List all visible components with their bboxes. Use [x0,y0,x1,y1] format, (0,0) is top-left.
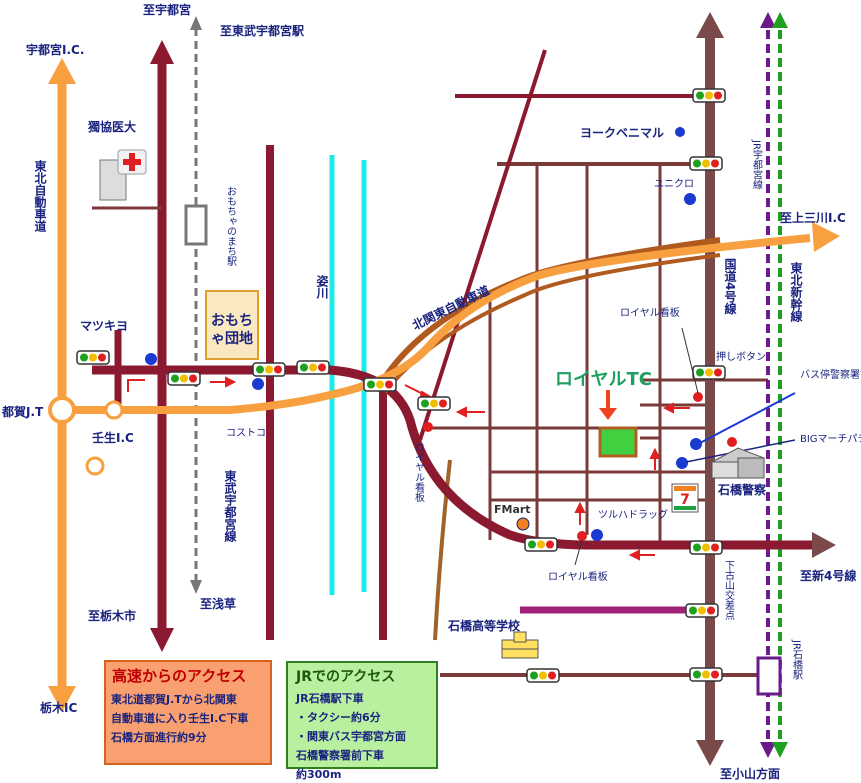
red-arrows [127,376,690,561]
diagonal-road [418,49,547,441]
orange-expressway-arrow [812,222,840,252]
seven-eleven-icon: 7 [671,483,699,513]
jr-access-title: JRでのアクセス [296,669,396,685]
tsuruha-marker [591,529,603,541]
label-to-oyama: 至小山方面 [720,766,780,781]
route4-arrow-up [696,12,724,38]
leader-line [681,327,699,394]
label-to-tochigi-city: 至栃木市 [88,608,136,623]
jr-access-line: JR石橋駅下車 [296,692,364,705]
label-high-school: 石橋高等学校 [447,618,521,633]
shinkansen-arrow-down [772,742,788,758]
royal-tc-building [598,426,638,458]
label-shinkansen: 東北新幹線 [789,261,803,323]
label-tsuruha: ツルハドラッグ [598,508,668,521]
label-tohoku-expressway: 東北自動車道 [33,159,47,233]
label-to-tobu-utsunomiya: 至東武宇都宮駅 [220,23,305,38]
royal-sign-marker [423,422,433,432]
royal-sign-marker [693,392,703,402]
label-route4: 国道4号線 [723,258,737,315]
leader-line [574,539,583,566]
shinkansen-arrow-up [772,12,788,28]
label-fmart: FMart [494,503,531,516]
label-river: 姿川 [315,274,329,299]
label-york: ヨークベニマル [580,126,664,140]
jr-access-box: JRでのアクセス JR石橋駅下車 ・タクシー約6分 ・関東バス宇都宮方面 石橋警… [286,661,438,781]
royal-tc-arrow [599,390,617,420]
royal-sign-marker [577,531,587,541]
orange-expressway [62,234,811,414]
jr-access-line: ・関東バス宇都宮方面 [296,730,406,743]
label-to-shin4: 至新4号線 [800,568,856,583]
label-dokkyo: 獨協医大 [87,119,136,134]
label-oshi-button: 押しボタン [716,350,766,363]
label-uniqlo: ユニクロ [654,178,694,190]
label-to-asakusa: 至浅草 [200,596,236,611]
tohoku-expressway-arrow-up [48,58,76,84]
hospital-icon [99,149,147,201]
uniqlo-marker [684,193,696,205]
main-road-ew-arrow [812,532,836,558]
matsukiyo-marker [145,353,157,365]
jr-access-line: ・タクシー約6分 [296,711,381,724]
label-omocha-station: おもちゃのまち駅 [225,186,237,267]
label-to-utsunomiya: 至宇都宮 [143,2,191,17]
fmart-marker [516,517,530,531]
bus-stop-marker [690,438,702,450]
label-mibu-ic: 壬生I.C [92,430,134,445]
omocha-danchi: おもちゃ団地 [205,290,259,360]
school-icon [501,631,539,659]
label-tsuga-jt: 都賀J.T [1,404,44,419]
label-royal-sign: ロイヤル看板 [620,306,680,319]
label-tobu-line: 東武宇都宮線 [223,469,237,543]
label-matsukiyo: マツキヨ [80,319,128,333]
jr-access-line: 石橋警察署前下車 [296,749,384,762]
olive-road [433,459,452,641]
tsuga-jt-circle [48,396,76,424]
big-march-marker [676,457,688,469]
label-shimokoyama: 下古山交差点 [723,560,735,621]
jr-access-line: 約300m [296,768,342,781]
omocha-station-marker [184,204,208,246]
highway-access-line: 石橋方面進行約9分 [111,731,207,744]
svg-text:7: 7 [680,492,690,508]
highway-access-title: 高速からのアクセス [112,667,247,685]
label-bus-stop: バス停警察署前 [800,368,861,381]
york-marker [675,127,685,137]
highway-access-line: 東北道都賀J.Tから北関東 [111,693,237,706]
label-royal-tc: ロイヤルTC [555,369,652,390]
mibu-ic-circle [104,400,124,420]
label-royal-sign-vertical: ロイヤル看板 [413,442,425,503]
police-station-icon [710,437,766,479]
tohoku-expressway-arrow-down [48,686,76,712]
costco-marker [252,378,264,390]
leader-line [699,392,796,444]
tobu-line-arrow-up [190,16,202,30]
label-tochigi-ic: 栃木IC [40,700,77,715]
label-utsunomiya-ic: 宇都宮I.C. [26,42,84,57]
traffic-lights [76,88,726,683]
highway-access-box: 高速からのアクセス 東北道都賀J.Tから北関東 自動車道に入り壬生I.C下車 石… [104,660,272,765]
main-road-west-arrow-down [150,628,174,652]
jr-ishibashi-station [756,656,782,696]
label-police: 石橋警察 [717,482,767,497]
small-ic-circle [85,456,105,476]
route4-arrow-down [696,740,724,766]
tobu-line-arrow-down [190,580,202,594]
label-jr-line: JR宇都宮線 [751,139,763,190]
label-big-march: BIGマーチパチンコ店 [800,432,861,445]
highway-access-line: 自動車道に入り壬生I.C下車 [111,712,249,725]
jr-arrow-down [760,742,776,758]
label-royal-sign-2: ロイヤル看板 [548,570,608,583]
label-jr-ishibashi: JR石橋駅 [791,639,803,681]
jr-arrow-up [760,12,776,28]
label-kaminokawa-ic: 至上三川I.C [780,210,846,225]
label-costco: コストコ [226,428,266,439]
main-road-west-arrow-up [150,40,174,64]
